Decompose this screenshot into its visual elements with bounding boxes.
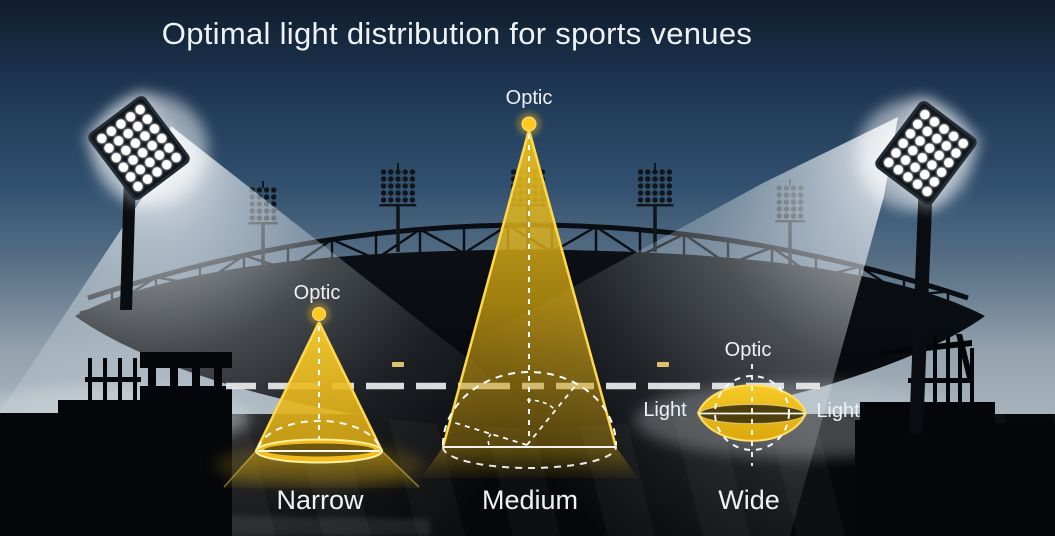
narrow-optic-label: Optic (294, 282, 341, 304)
right-stand-silhouette (855, 334, 1055, 536)
wide-light-label-right: Light (816, 400, 860, 422)
floodlight-left-lamps (97, 104, 181, 192)
medium-angle-ray-high (526, 384, 577, 446)
infographic-title: Optimal light distribution for sports ve… (162, 16, 752, 51)
narrow-name-label: Narrow (276, 485, 364, 515)
field-mark-right (657, 362, 669, 367)
floodlight-left-panel (88, 96, 190, 200)
floodlight-right (870, 96, 982, 210)
medium-base-ellipse-dashed (442, 446, 617, 469)
right-stand-rail (908, 378, 972, 383)
field-mark-left (392, 362, 404, 367)
wide-optic-label: Optic (725, 339, 772, 361)
wide-name-label: Wide (718, 485, 780, 515)
floodlight-right-pole (909, 180, 933, 434)
floodlight-right-lamps (884, 109, 968, 197)
narrow-beam-cone (256, 322, 382, 451)
left-stand-silhouette (0, 352, 232, 536)
floodlight-left (83, 91, 195, 205)
medium-name-label: Medium (482, 485, 578, 515)
narrow-optic-point (312, 307, 326, 321)
light-tower-silhouette (636, 163, 674, 252)
medium-beam-skirt (421, 447, 638, 478)
medium-optic-point (521, 116, 537, 132)
narrow-optic-diagram (215, 303, 425, 488)
wide-optic-diagram (696, 364, 808, 466)
narrow-beam-skirt (223, 451, 420, 488)
medium-optic-diagram (421, 112, 638, 478)
light-tower-silhouette (379, 163, 417, 252)
wide-sphere-dashed (714, 375, 790, 451)
left-stand-rail (85, 377, 141, 382)
floodlight-right-panel (875, 101, 977, 205)
medium-angle-arc-high (526, 399, 556, 411)
floodlight-left-pole (120, 176, 136, 310)
medium-optic-label: Optic (506, 87, 553, 109)
medium-angle-arc-low (487, 433, 492, 446)
narrow-dome-dashed (257, 419, 381, 449)
medium-angle-ray-low (448, 420, 528, 446)
wide-light-label-left: Light (643, 399, 687, 421)
